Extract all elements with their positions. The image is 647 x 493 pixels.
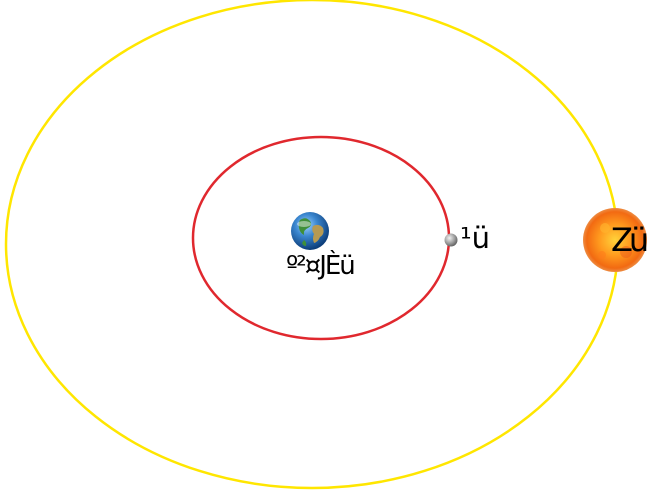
sun-label: Zü: [611, 221, 647, 259]
moon-icon: [444, 233, 458, 247]
moon-label: ¹ü: [460, 221, 491, 255]
sun-icon: [583, 208, 647, 272]
earth-icon: [291, 212, 329, 250]
earth-label: º²¤ЈÈü: [286, 251, 356, 281]
